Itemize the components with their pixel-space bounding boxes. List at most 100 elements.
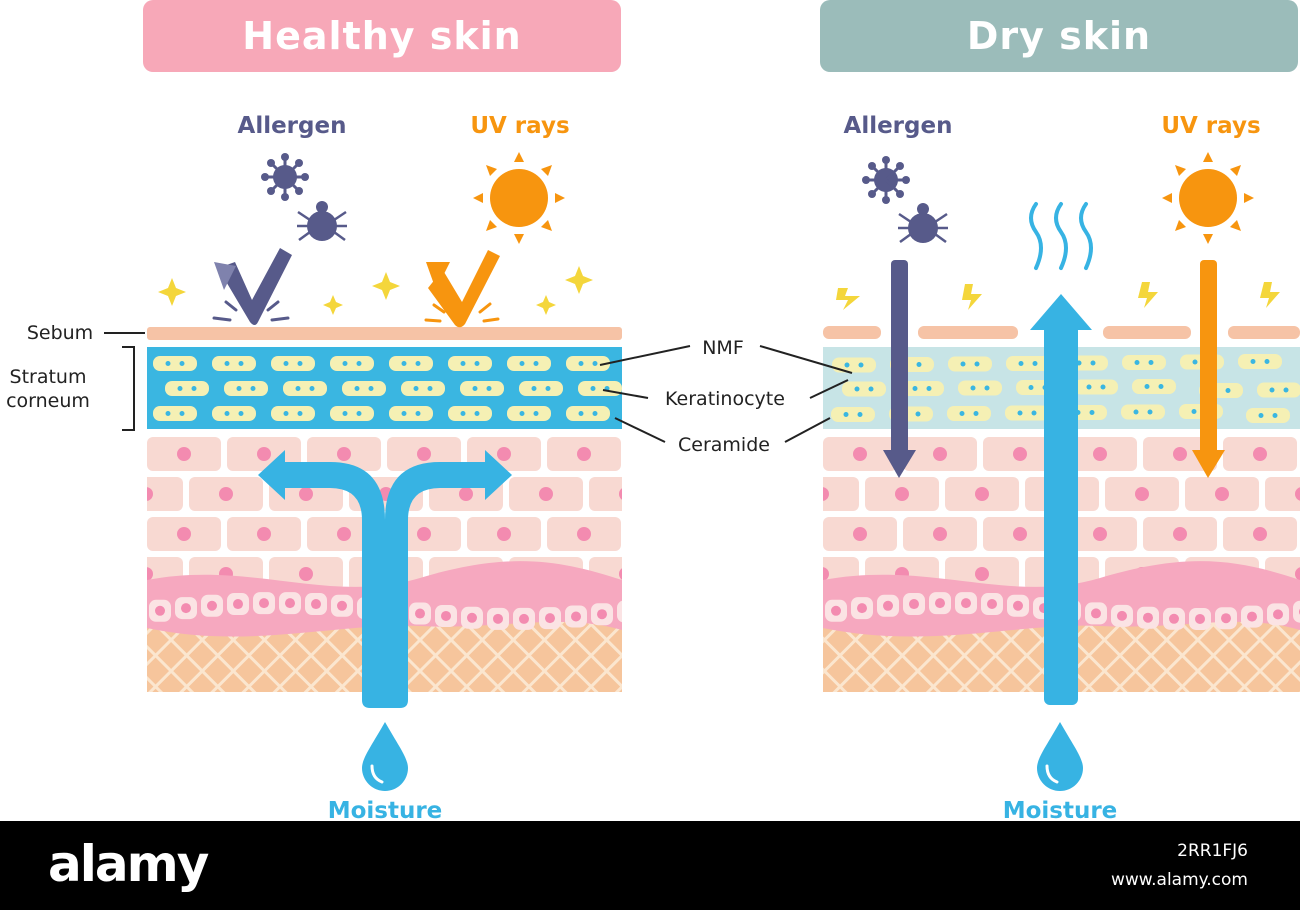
cell-nucleus <box>337 447 351 461</box>
nmf-dot <box>844 362 850 368</box>
nmf-dot <box>592 361 598 366</box>
alamy-logo: alamy <box>48 835 209 893</box>
cell-nucleus <box>619 488 622 500</box>
nmf-dot <box>1134 360 1140 365</box>
keratinocyte <box>153 406 197 421</box>
keratinocyte <box>153 356 197 371</box>
cell-nucleus <box>1295 567 1300 581</box>
nmf-dot <box>916 362 922 367</box>
ceramide-label: Ceramide <box>678 434 770 456</box>
cell-nucleus <box>1013 600 1023 611</box>
keratinocyte <box>212 406 256 421</box>
keratinocyte <box>947 406 991 421</box>
nmf-label: NMF <box>702 337 744 359</box>
nmf-dot <box>590 386 596 391</box>
sparkle-icons <box>158 266 593 315</box>
cell-nucleus <box>975 487 989 501</box>
cell-nucleus <box>823 567 829 581</box>
cell-nucleus <box>823 487 829 501</box>
nmf-dot <box>1100 384 1106 390</box>
cell-nucleus <box>467 612 477 623</box>
healthy-skin-title: Healthy skin <box>143 0 621 72</box>
cell-nucleus <box>909 599 919 610</box>
sun-icon <box>473 152 565 244</box>
nmf-dot <box>179 361 185 366</box>
source-url: www.alamy.com <box>1110 870 1248 890</box>
keratinocytes <box>153 356 622 421</box>
uv-penetrating-arrow <box>1192 260 1225 478</box>
cell-nucleus <box>933 447 947 461</box>
moisture-label-dry: Moisture <box>1003 798 1118 821</box>
nmf-dot <box>309 386 315 391</box>
cell-nucleus <box>1013 447 1027 461</box>
nmf-dot <box>519 411 525 416</box>
cell-nucleus <box>177 527 191 541</box>
nmf-dot <box>283 411 289 416</box>
cell-nucleus <box>219 487 233 501</box>
keratinocyte <box>330 406 374 421</box>
cell-nucleus <box>177 447 191 461</box>
cell-nucleus <box>1135 487 1149 501</box>
keratinocyte <box>224 381 268 396</box>
impact-marks <box>212 300 290 322</box>
nmf-dot <box>926 386 932 391</box>
cell-nucleus <box>571 611 581 622</box>
keratinocyte <box>900 381 944 396</box>
nmf-dot <box>1192 359 1198 365</box>
cell-nucleus <box>577 447 591 461</box>
keratinocyte <box>832 357 876 373</box>
cell-nucleus <box>545 613 555 624</box>
nmf-dot <box>973 411 979 416</box>
cell-nucleus <box>933 527 947 541</box>
keratinocyte <box>389 356 433 371</box>
nmf-dot <box>1090 360 1096 366</box>
image-id: 2RR1FJ6 <box>1177 841 1248 861</box>
nmf-dot <box>519 361 525 366</box>
cell-nucleus <box>519 613 529 624</box>
nmf-dot <box>1147 409 1153 415</box>
mite-icon-dry <box>898 203 948 244</box>
cell-nucleus <box>1173 447 1187 461</box>
nmf-dot <box>857 412 863 417</box>
cell-nucleus <box>299 487 313 501</box>
cell-nucleus <box>961 598 971 609</box>
cell-nucleus <box>1253 527 1267 541</box>
nmf-dot <box>1017 410 1023 416</box>
nmf-dot <box>472 386 478 391</box>
keratinocyte <box>507 406 551 421</box>
nmf-dot <box>356 411 362 416</box>
sun-icon-dry <box>1162 152 1254 244</box>
nmf-dot <box>415 361 421 366</box>
cell-nucleus <box>497 447 511 461</box>
keratinocyte <box>831 407 875 422</box>
cell-nucleus <box>233 599 243 610</box>
nmf-dot <box>356 361 362 366</box>
cell-nucleus <box>1221 613 1231 624</box>
keratinocyte <box>389 406 433 421</box>
keratinocyte <box>448 406 492 421</box>
cell-nucleus <box>831 605 841 616</box>
nmf-dot <box>1144 384 1150 389</box>
callout-lines <box>599 345 853 443</box>
keratinocyte <box>1246 408 1290 423</box>
nmf-dot <box>297 361 303 366</box>
nmf-dot <box>578 361 584 366</box>
cell-nucleus <box>459 487 473 501</box>
cell-nucleus <box>257 447 271 461</box>
cell-nucleus <box>1013 527 1027 541</box>
cell-nucleus <box>853 447 867 461</box>
nmf-dot <box>533 411 539 416</box>
nmf-dot <box>250 386 256 391</box>
stratum-label-line2: corneum <box>6 390 90 412</box>
allergen-label-healthy: Allergen <box>238 113 347 139</box>
nmf-dot <box>578 411 584 416</box>
keratinocyte <box>1122 355 1166 370</box>
cell-nucleus <box>597 609 607 620</box>
nmf-dot <box>1158 384 1164 389</box>
keratinocyte <box>271 356 315 371</box>
cell-nucleus <box>257 527 271 541</box>
cell-nucleus <box>1117 610 1127 621</box>
keratinocyte <box>842 381 886 397</box>
irritation-icons <box>836 282 1280 310</box>
nmf-dot <box>165 361 171 366</box>
